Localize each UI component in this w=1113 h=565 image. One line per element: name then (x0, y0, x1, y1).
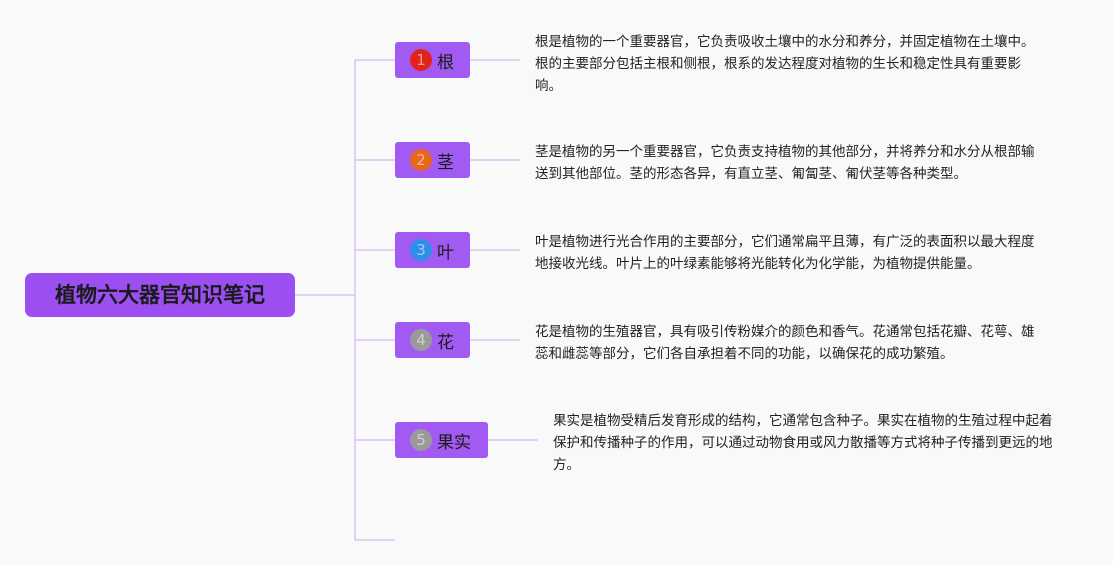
number-1-icon: 1 (410, 49, 432, 71)
root-topic[interactable]: 植物六大器官知识笔记 (25, 273, 295, 317)
branch-node-roots[interactable]: 1 根 (395, 42, 470, 78)
branch-label-roots: 根 (437, 52, 454, 73)
note-leaf: 叶是植物进行光合作用的主要部分，它们通常扁平且薄，有广泛的表面积以最大程度地接收… (535, 234, 1035, 272)
branch-label-fruit: 果实 (437, 432, 471, 453)
note-roots: 根是植物的一个重要器官，它负责吸收土壤中的水分和养分，并固定植物在土壤中。根的主… (535, 34, 1035, 94)
number-5-icon: 5 (410, 429, 432, 451)
branch-label-flower: 花 (437, 332, 454, 353)
root-title: 植物六大器官知识笔记 (55, 283, 265, 307)
note-stem: 茎是植物的另一个重要器官，它负责支持植物的其他部分，并将养分和水分从根部输送到其… (535, 144, 1035, 182)
note-flower: 花是植物的生殖器官，具有吸引传粉媒介的颜色和香气。花通常包括花瓣、花萼、雄蕊和雌… (535, 324, 1035, 362)
number-4-icon: 4 (410, 329, 432, 351)
number-2-icon: 2 (410, 149, 432, 171)
note-fruit: 果实是植物受精后发育形成的结构，它通常包含种子。果实在植物的生殖过程中起着保护和… (553, 413, 1053, 473)
branch-label-stem: 茎 (437, 152, 454, 173)
branch-node-flower[interactable]: 4 花 (395, 322, 470, 358)
branch-node-fruit[interactable]: 5 果实 (395, 422, 488, 458)
branch-label-leaf: 叶 (437, 242, 454, 263)
number-3-icon: 3 (410, 239, 432, 261)
branch-node-leaf[interactable]: 3 叶 (395, 232, 470, 268)
branch-node-stem[interactable]: 2 茎 (395, 142, 470, 178)
